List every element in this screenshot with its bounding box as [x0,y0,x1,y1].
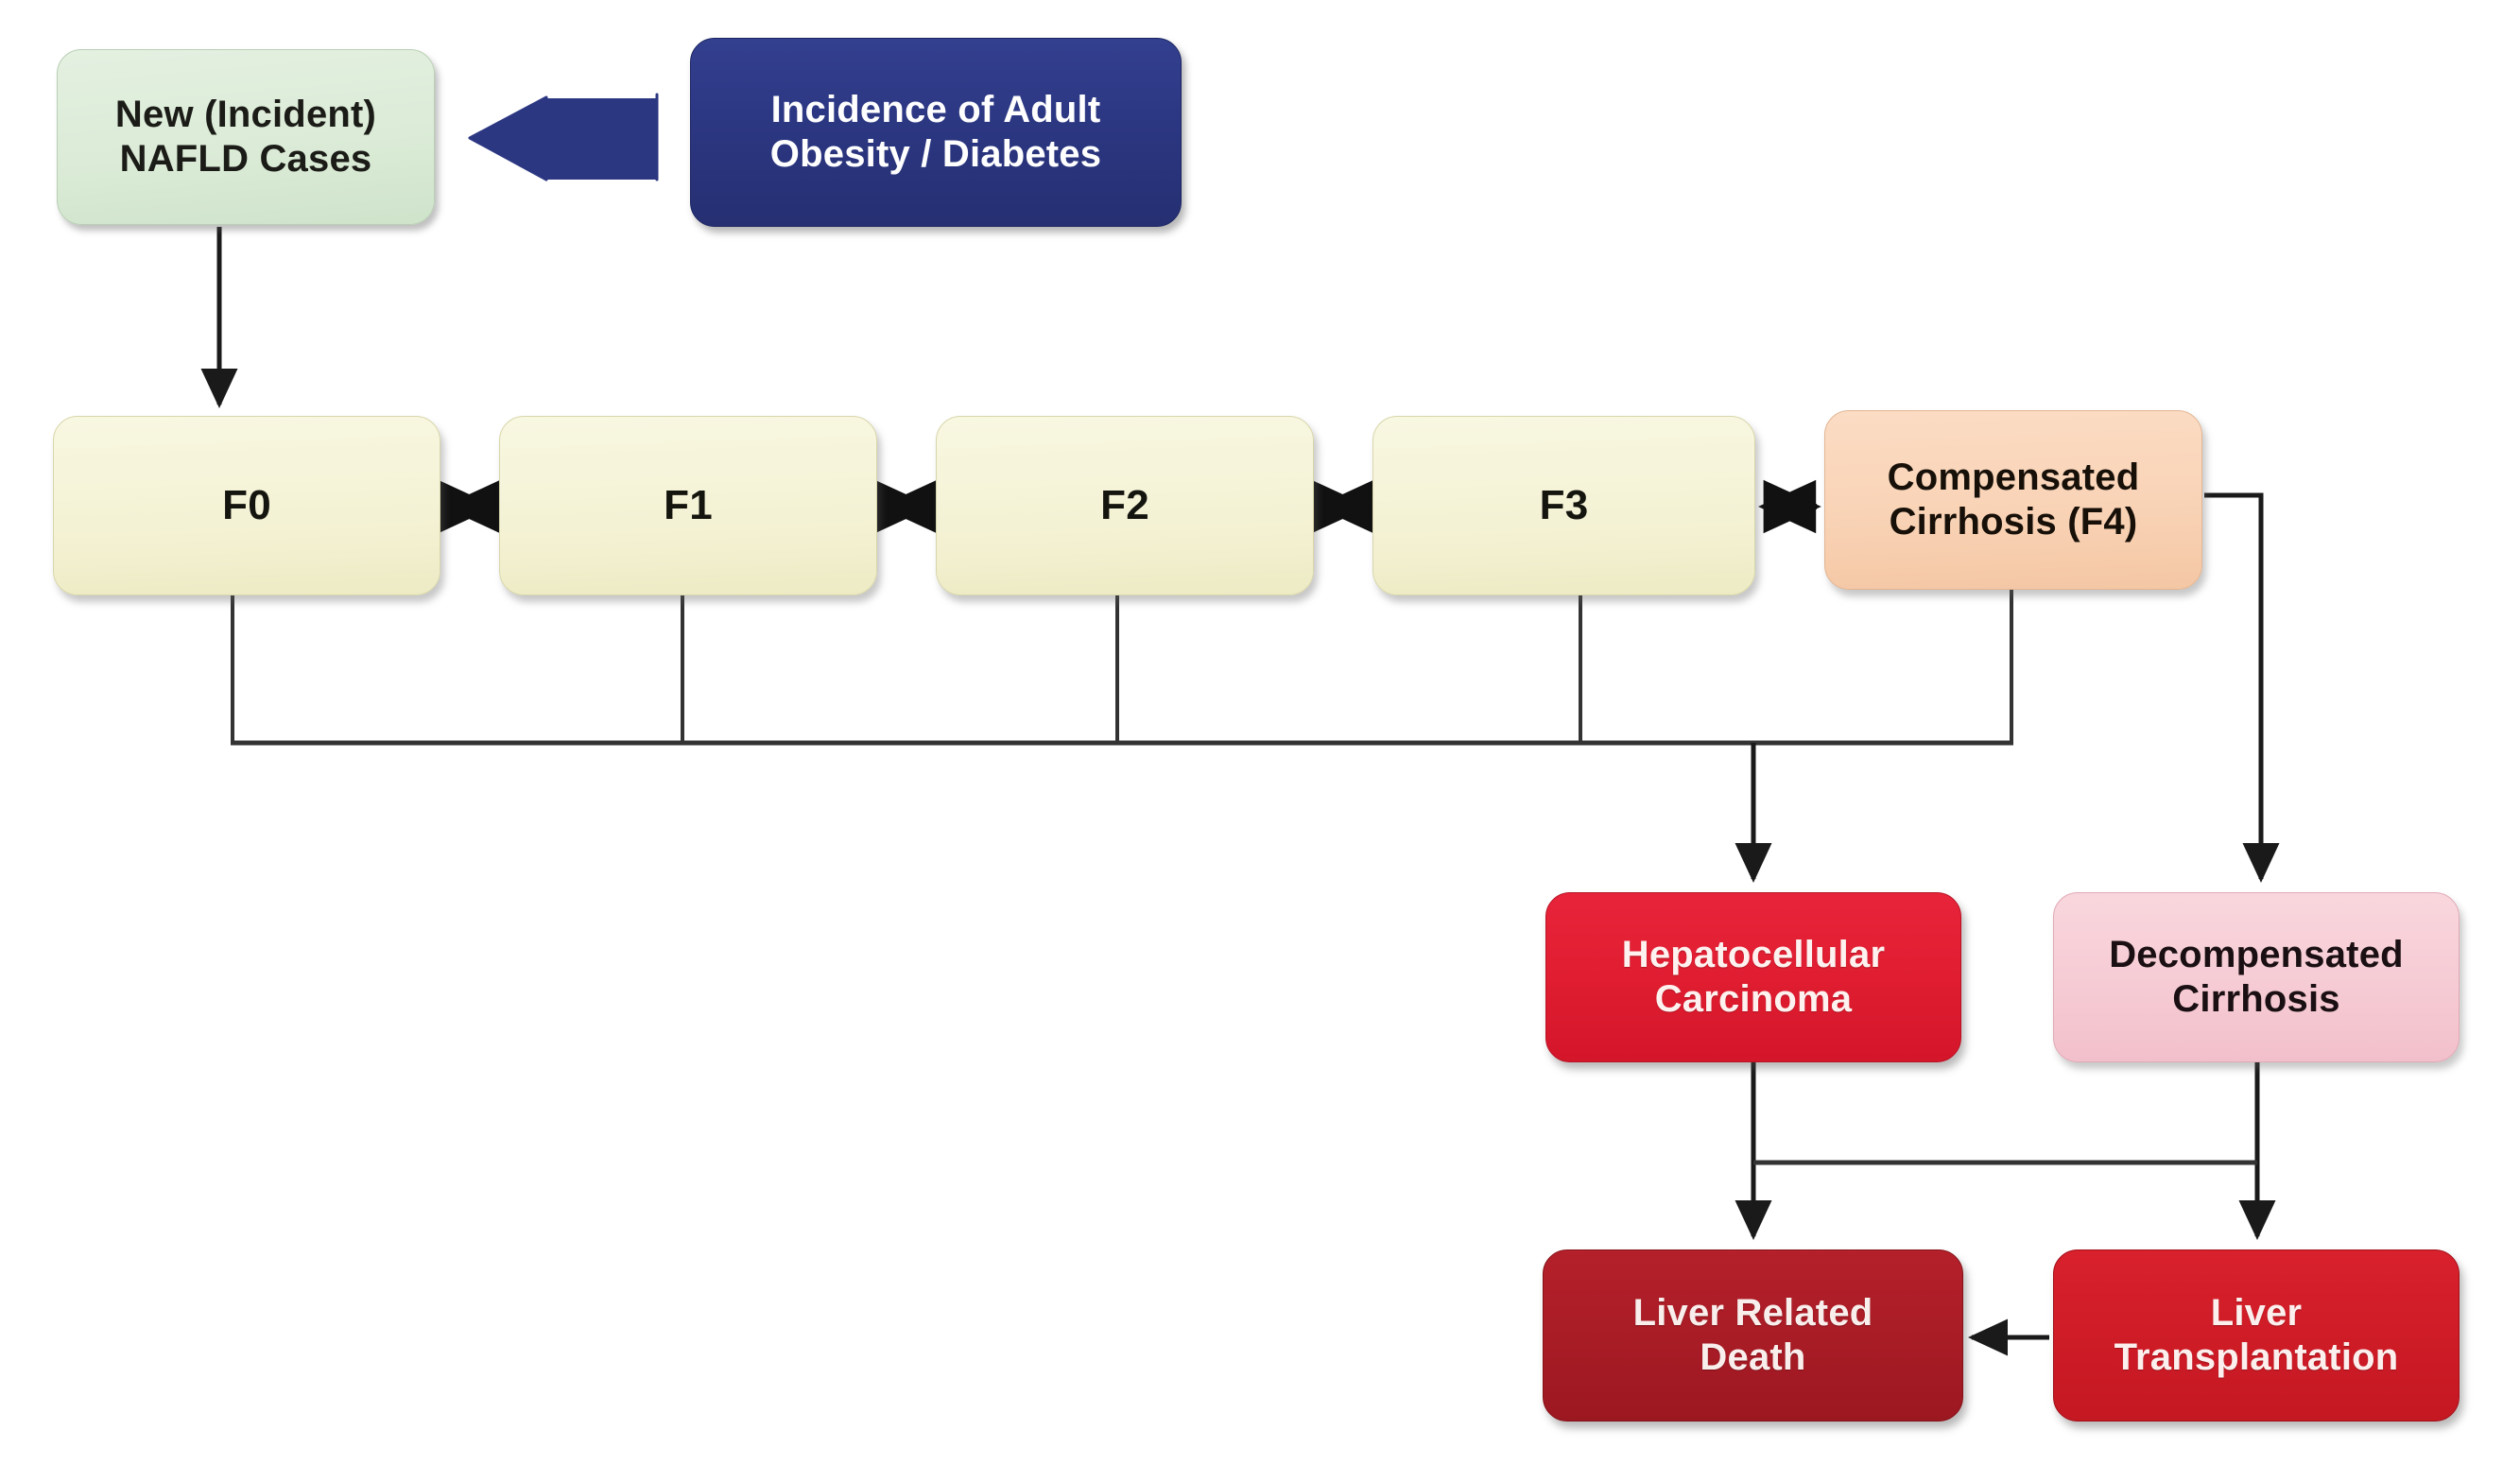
node-compensated-cirrhosis-f4[interactable]: Compensated Cirrhosis (F4) [1824,410,2202,590]
node-fibrosis-f1[interactable]: F1 [499,416,877,595]
node-label: Liver Transplantation [2114,1291,2399,1378]
node-label: Hepatocellular Carcinoma [1621,933,1886,1020]
node-incidence-adult-obesity-diabetes[interactable]: Incidence of Adult Obesity / Diabetes [690,38,1182,227]
node-liver-related-death[interactable]: Liver Related Death [1543,1249,1963,1422]
node-fibrosis-f0[interactable]: F0 [53,416,440,595]
node-fibrosis-f2[interactable]: F2 [936,416,1314,595]
node-label: F3 [1539,482,1589,529]
node-fibrosis-f3[interactable]: F3 [1372,416,1755,595]
node-hepatocellular-carcinoma[interactable]: Hepatocellular Carcinoma [1545,892,1961,1062]
edge-f4-to-decompensated [2204,492,2280,884]
node-label: Liver Related Death [1632,1291,1873,1378]
node-label: F2 [1100,482,1149,529]
node-label: F0 [222,482,271,529]
node-label: New (Incident) NAFLD Cases [114,93,377,180]
node-label: Incidence of Adult Obesity / Diabetes [769,88,1102,175]
edge-stages-to-hcc [231,590,2013,884]
node-liver-transplantation[interactable]: Liver Transplantation [2053,1249,2460,1422]
node-decompensated-cirrhosis[interactable]: Decompensated Cirrhosis [2053,892,2460,1062]
node-new-incident-nafld-cases[interactable]: New (Incident) NAFLD Cases [57,49,435,225]
node-label: F1 [664,482,713,529]
edge-obesity-to-nafld [468,93,659,181]
node-label: Compensated Cirrhosis (F4) [1887,456,2140,543]
node-label: Decompensated Cirrhosis [2109,933,2404,1020]
